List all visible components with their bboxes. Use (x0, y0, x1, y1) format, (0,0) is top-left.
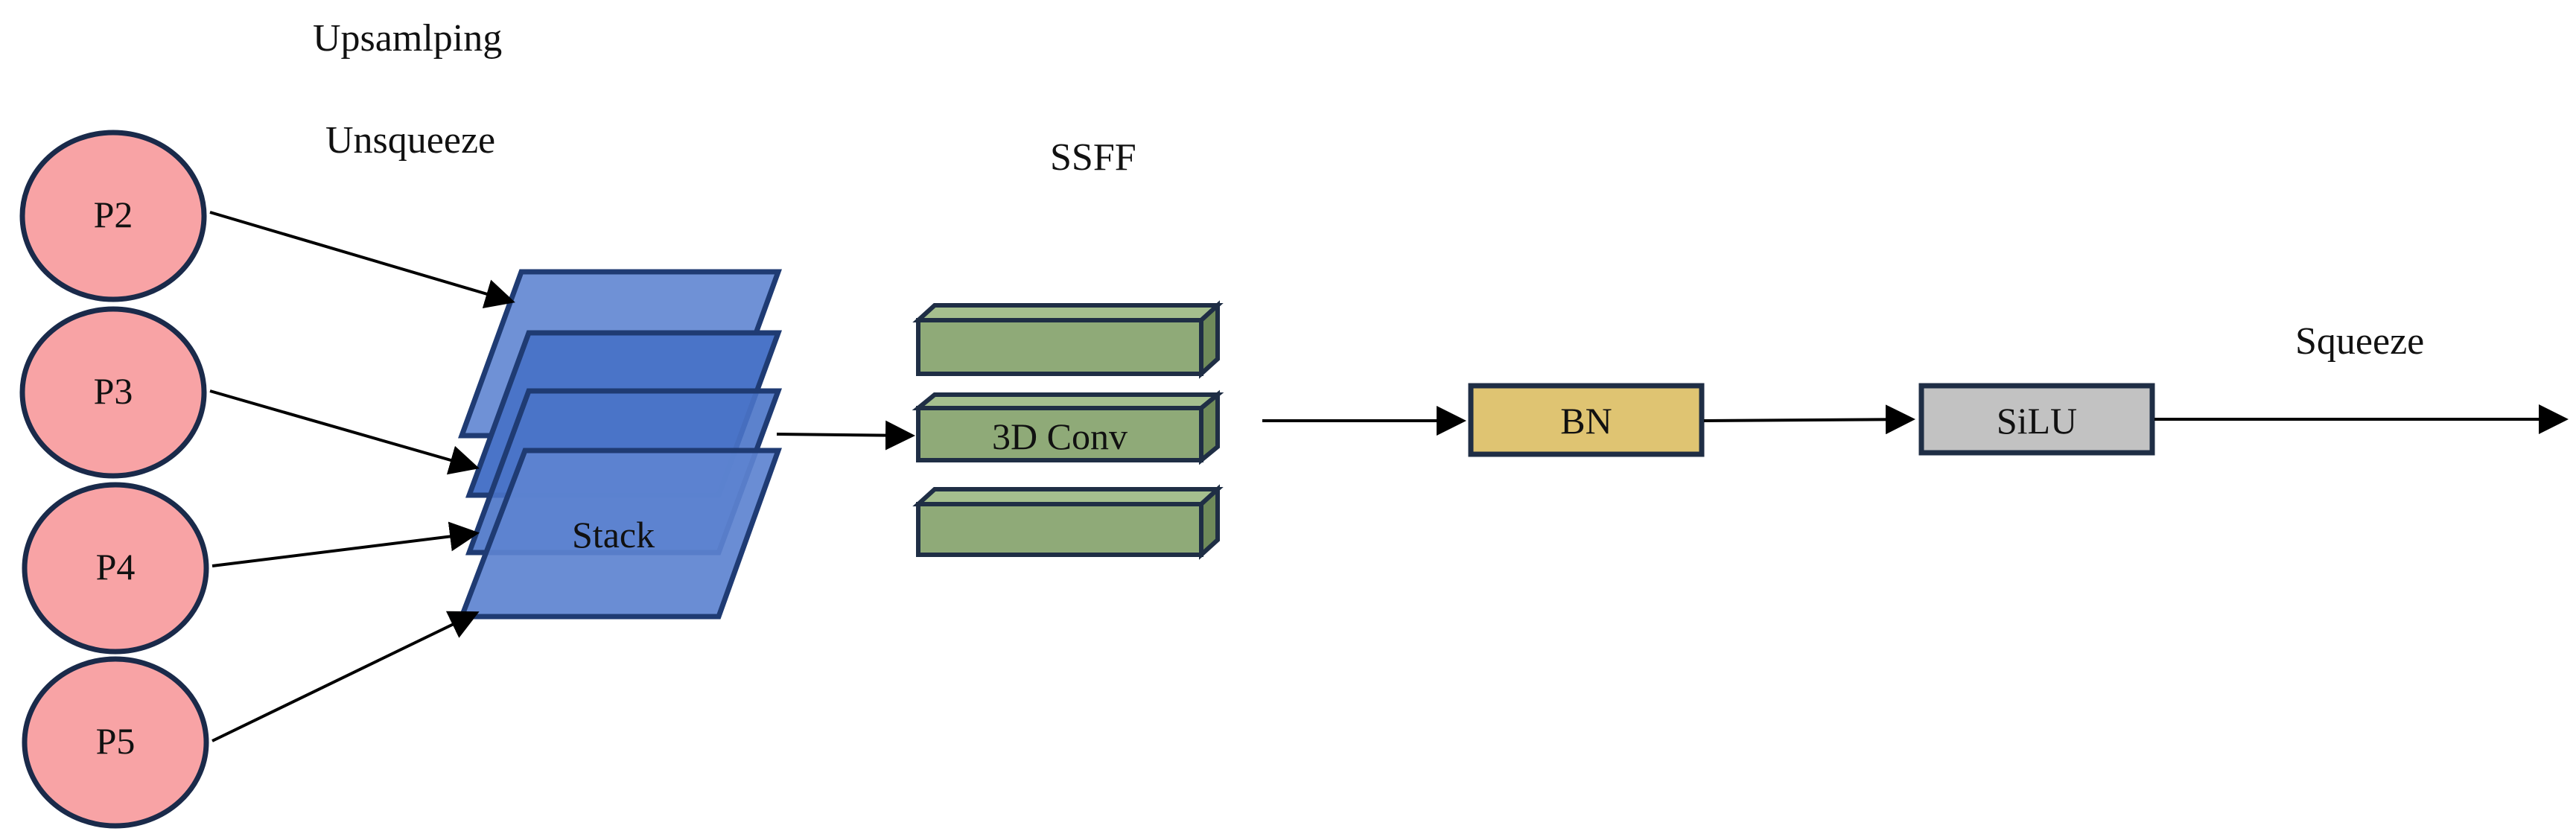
arrow-bn-silu (1703, 404, 1915, 435)
bn-block: BN (1468, 383, 1705, 457)
input-node-p5: P5 (22, 656, 209, 829)
silu-block: SiLU (1918, 383, 2155, 456)
arrow-p2-stack (209, 211, 515, 308)
input-node-p3-label: P3 (94, 370, 133, 412)
bn-label: BN (1560, 400, 1612, 442)
arrow-p3-stack (209, 389, 480, 475)
stack-layer-4 (457, 448, 782, 620)
input-node-p3-circle (19, 306, 207, 479)
input-node-p4: P4 (22, 482, 209, 655)
conv-side-face-bottom (1199, 484, 1220, 560)
bn-box (1468, 383, 1705, 457)
unsqueeze-label: Unsqueeze (325, 119, 495, 162)
conv-side-face-top (1199, 300, 1220, 379)
squeeze-label: Squeeze (2295, 320, 2424, 363)
stack-block: Stack (457, 269, 783, 620)
arrow-stack-conv (776, 420, 915, 451)
silu-box (1918, 383, 2155, 456)
input-node-p5-label: P5 (96, 720, 136, 762)
conv-front-face-top (916, 318, 1203, 376)
input-node-p2-label: P2 (94, 194, 133, 235)
upsampling-label: Upsamlping (313, 17, 502, 60)
arrow-p5-stack (212, 611, 480, 742)
conv-label: 3D Conv (992, 416, 1128, 457)
conv-front-face-bottom (916, 502, 1203, 557)
input-node-p2-circle (19, 130, 207, 302)
conv-front-face-middle (916, 406, 1203, 462)
input-node-p2: P2 (19, 130, 207, 302)
conv-block-middle: 3D Conv (912, 389, 1224, 465)
input-node-p4-circle (22, 482, 209, 655)
arrow-p4-stack (212, 521, 480, 567)
ssff-label: SSFF (1050, 136, 1136, 179)
input-node-p3: P3 (19, 306, 207, 479)
input-node-p4-label: P4 (96, 546, 136, 588)
input-node-p5-circle (22, 656, 209, 829)
conv-block-top (912, 300, 1224, 379)
conv-block-bottom (912, 484, 1224, 560)
silu-label: SiLU (1997, 400, 2077, 442)
conv-side-face-middle (1199, 389, 1220, 465)
stack-label: Stack (572, 514, 655, 556)
